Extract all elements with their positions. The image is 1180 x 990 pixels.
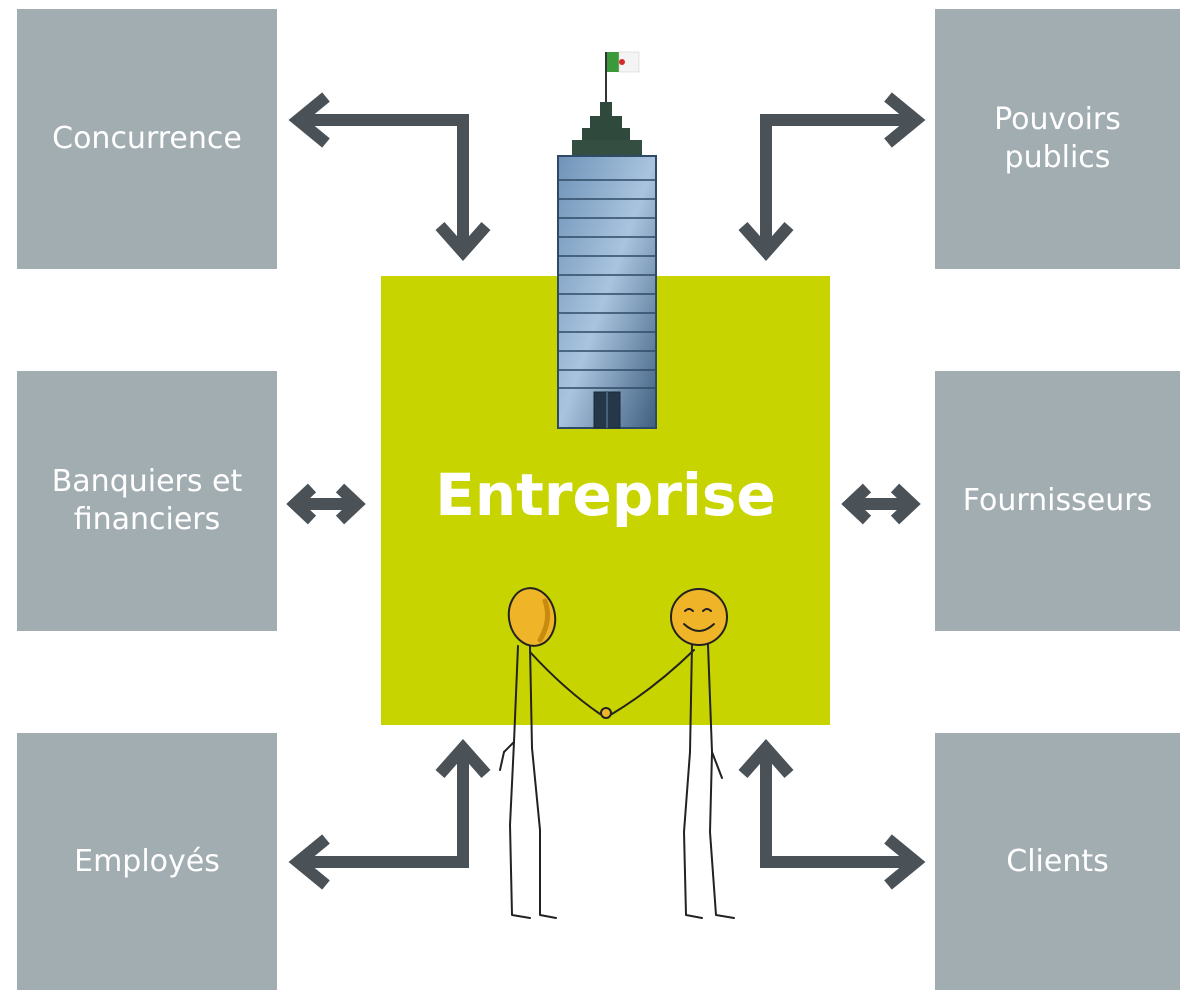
- stakeholder-label-clients: Clients: [1006, 843, 1109, 879]
- stakeholder-concurrence: Concurrence: [17, 9, 277, 269]
- arrow-employes: [288, 738, 491, 890]
- stakeholder-employes: Employés: [17, 733, 277, 990]
- stakeholder-label-employes: Employés: [74, 843, 220, 879]
- entreprise-label: Entreprise: [435, 461, 776, 529]
- arrow-fournisseurs: [841, 483, 921, 525]
- stakeholder-label-banquiers: Banquiers et financiers: [51, 464, 243, 537]
- handshake-figures-icon: [499, 587, 735, 919]
- stakeholder-label-concurrence: Concurrence: [52, 121, 242, 156]
- stakeholder-pouvoirs-publics: Pouvoirs publics: [935, 9, 1180, 269]
- stakeholder-clients: Clients: [935, 733, 1180, 990]
- stakeholder-label-pouvoirs-publics: Pouvoirs publics: [994, 102, 1121, 175]
- stakeholder-fournisseurs: Fournisseurs: [935, 371, 1180, 631]
- arrow-clients: [738, 738, 926, 890]
- skyscraper-icon: [557, 51, 657, 429]
- stakeholder-banquiers: Banquiers et financiers: [17, 371, 277, 631]
- arrow-banquiers: [286, 483, 366, 525]
- stakeholder-label-fournisseurs: Fournisseurs: [962, 483, 1153, 518]
- arrow-concurrence: [288, 92, 491, 262]
- arrow-pouvoirs-publics: [738, 92, 926, 262]
